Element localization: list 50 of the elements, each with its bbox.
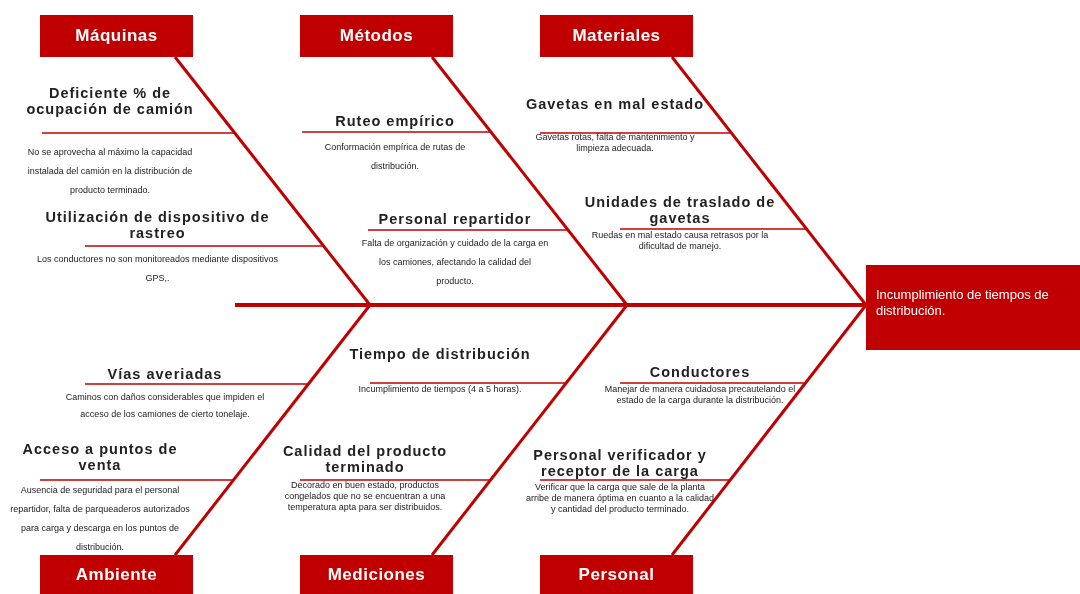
cause-heading: Tiempo de distribución (348, 346, 532, 362)
cause-heading: Vías averiadas (106, 366, 224, 382)
category-box: Métodos (300, 15, 453, 57)
branch-line (539, 132, 733, 134)
category-box: Materiales (540, 15, 693, 57)
cause-description: Falta de organización y cuidado de la carga en los camiones, afectando la calidad del producto. (360, 237, 550, 288)
cause-heading: Acceso a puntos de venta (21, 441, 179, 473)
cause-description: Los conductores no son monitoreados mediante dispositivos GPS,. (35, 253, 280, 285)
branch-line (301, 131, 492, 133)
branch-line (539, 479, 731, 481)
cause-description: Conformación empírica de rutas de distribución. (323, 141, 467, 173)
cause-description: Ausencia de seguridad para el personal repartidor, falta de parqueaderos autorizados para carga y descarga en los puntos de distribución. (9, 484, 191, 554)
category-box: Máquinas (40, 15, 193, 57)
cause-heading: Deficiente % de ocupación de camión (25, 85, 195, 117)
cause-description: Manejar de manera cuidadosa precautelando el estado de la carga durante la distribución. (603, 384, 797, 406)
branch-line (39, 479, 235, 481)
category-box: Ambiente (40, 555, 193, 594)
category-box: Mediciones (300, 555, 453, 594)
cause-description: Ruedas en mal estado causa retrasos por la dificultad de manejo. (590, 230, 770, 252)
bone-line (670, 304, 868, 556)
branch-line (84, 383, 310, 385)
cause-heading: Unidades de traslado de gavetas (583, 194, 777, 226)
cause-description: Verificar que la carga que sale de la planta arribe de manera óptima en cuanto a la calidad y cantidad del producto terminado. (525, 482, 715, 515)
cause-heading: Conductores (648, 364, 752, 380)
effect-box: Incumplimiento de tiempos de distribución. (866, 265, 1080, 350)
cause-heading: Gavetas en mal estado (524, 96, 706, 112)
branch-line (84, 245, 325, 247)
cause-heading: Calidad del producto terminado (281, 443, 449, 475)
bone-line (430, 304, 629, 556)
cause-heading: Personal verificador y receptor de la carga (532, 447, 708, 479)
branch-line (369, 382, 567, 384)
bone-line (173, 304, 372, 556)
bone-line (173, 56, 372, 306)
cause-description: Gavetas rotas, falta de mantenimiento y limpieza adecuada. (534, 132, 696, 154)
branch-line (619, 382, 807, 384)
category-box: Personal (540, 555, 693, 594)
branch-line (367, 229, 569, 231)
cause-description: Caminos con daños considerables que impiden el acceso de los camiones de cierto tonelaje. (64, 391, 266, 421)
bone-line (430, 56, 629, 306)
cause-heading: Ruteo empírico (334, 113, 456, 129)
cause-description: Decorado en buen estado, productos congelados que no se encuentran a una temperatura apta para ser distribuidos. (283, 480, 447, 513)
branch-line (299, 479, 492, 481)
cause-description: No se aprovecha al máximo la capacidad instalada del camión en la distribución de producto terminado. (26, 146, 194, 197)
cause-heading: Personal repartidor (377, 211, 533, 227)
cause-heading: Utilización de dispositivo de rastreo (44, 209, 271, 241)
bone-line (670, 56, 868, 306)
spine-line (235, 303, 866, 307)
branch-line (41, 132, 236, 134)
branch-line (619, 228, 808, 230)
cause-description: Incumplimiento de tiempos (4 a 5 horas). (357, 384, 523, 395)
